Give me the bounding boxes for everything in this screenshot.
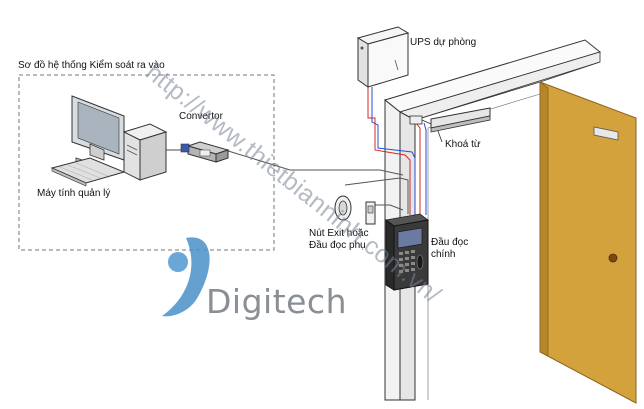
computer-label: Máy tính quản lý — [37, 188, 111, 199]
wiring — [224, 87, 427, 215]
exit-button-label: Nút Exit hoặc Đầu đọc phụ — [309, 228, 369, 251]
ups-label: UPS dự phòng — [410, 37, 477, 48]
magnetic-lock-label: Khoá từ — [445, 139, 481, 150]
exit-button-icon — [334, 195, 376, 225]
door — [539, 81, 637, 404]
magnetic-lock-icon — [409, 107, 491, 143]
system-boundary-box — [18, 74, 275, 251]
digitech-logo-icon — [162, 237, 210, 317]
door-knob-icon — [608, 253, 618, 263]
brand-name: Digitech — [206, 282, 347, 321]
door-lock-plate — [593, 126, 619, 141]
computer-icon — [50, 95, 191, 187]
convertor-label: Convertor — [179, 111, 223, 122]
system-title: Sơ đồ hệ thống Kiểm soát ra vào — [18, 60, 165, 71]
main-reader-label: Đầu đọc chính — [431, 237, 469, 260]
ups-icon — [356, 26, 410, 88]
fingerprint-reader-icon — [385, 213, 429, 291]
convertor-icon — [180, 141, 230, 163]
